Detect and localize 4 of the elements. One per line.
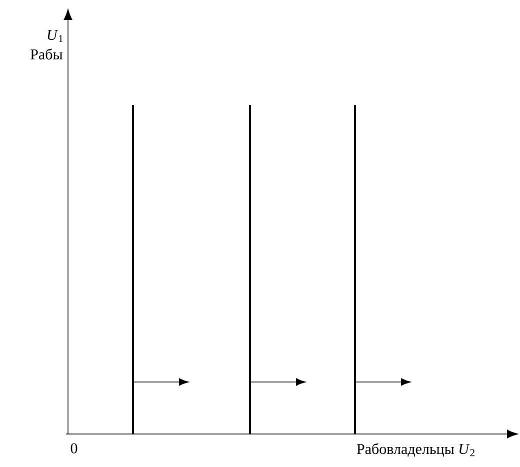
axis-label: Рабовладельцы U$_{2}$ — [356, 443, 474, 457]
axis-label: Рабы — [30, 48, 62, 60]
axis-label: U$_{1}$ — [48, 30, 63, 42]
origin-label: 0 — [70, 443, 78, 454]
